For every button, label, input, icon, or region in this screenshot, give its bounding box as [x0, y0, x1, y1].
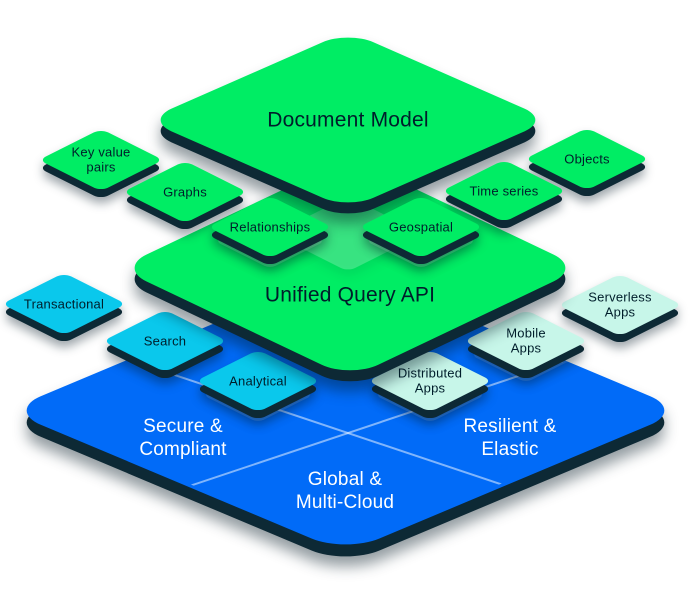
- node-face: [358, 195, 484, 259]
- node-face: [207, 195, 333, 259]
- node-serverless-apps: [557, 261, 683, 349]
- node-transactional: [1, 260, 127, 348]
- node-geospatial: [358, 183, 484, 271]
- node-relationships: [207, 183, 333, 271]
- node-face: [1, 272, 127, 336]
- node-face: [557, 273, 683, 337]
